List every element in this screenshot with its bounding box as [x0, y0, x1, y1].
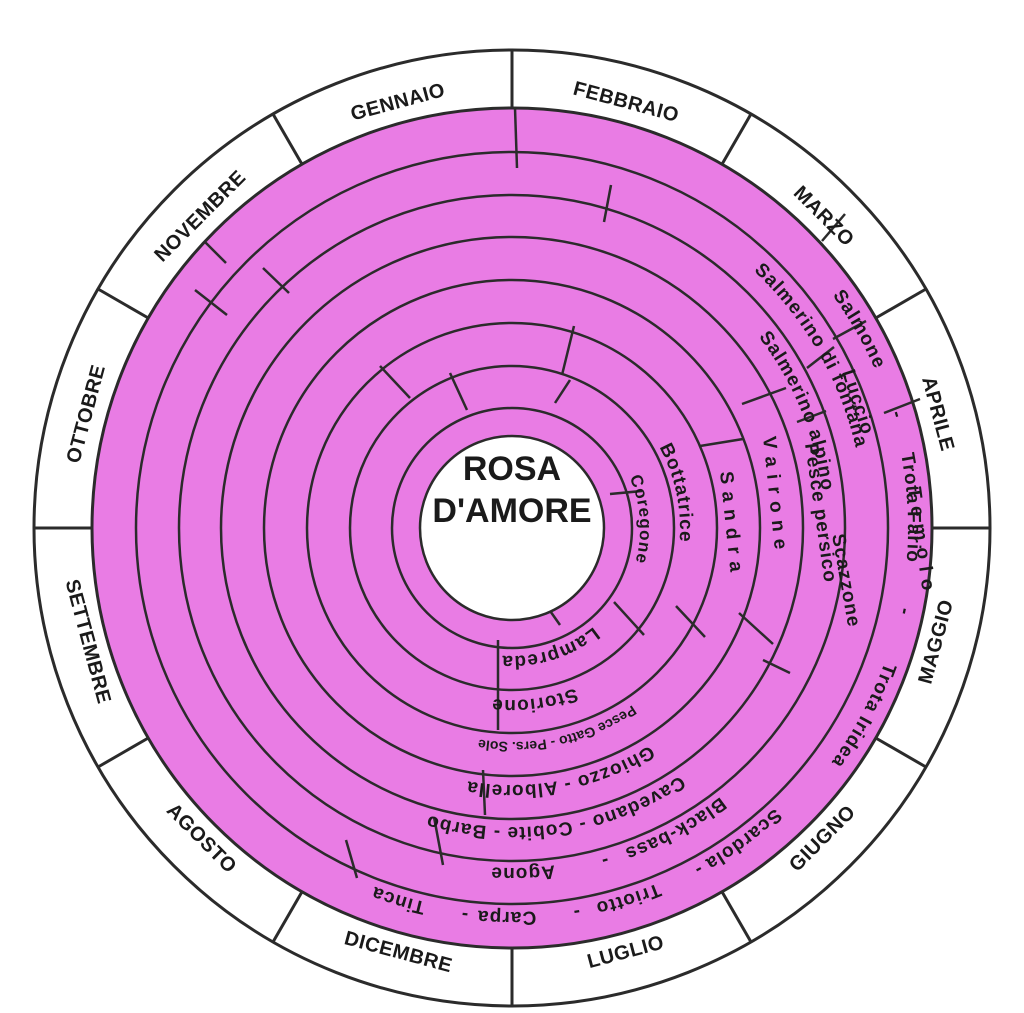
center-title-line1: ROSA	[463, 450, 561, 488]
month-divider	[720, 890, 753, 943]
month-divider	[97, 736, 150, 769]
dash-tinca-carpa: -	[460, 904, 470, 926]
month-divider	[97, 287, 150, 320]
month-divider	[874, 736, 927, 769]
month-dividers	[34, 50, 990, 1006]
month-divider	[874, 287, 927, 320]
center-hub	[418, 434, 606, 622]
concentric-rings	[134, 150, 890, 906]
month-divider	[271, 890, 304, 943]
fish-label-carpa: Carpa	[476, 905, 537, 928]
dash-carpa-triotto: -	[571, 901, 582, 923]
month-divider	[720, 113, 753, 166]
fish-label-agone: Agone	[490, 860, 556, 884]
center-title-line2: D'AMORE	[432, 492, 591, 530]
month-divider	[271, 113, 304, 166]
dash-agone-blackbass: -	[598, 850, 611, 872]
dash-fario-iridea: -	[894, 606, 916, 618]
